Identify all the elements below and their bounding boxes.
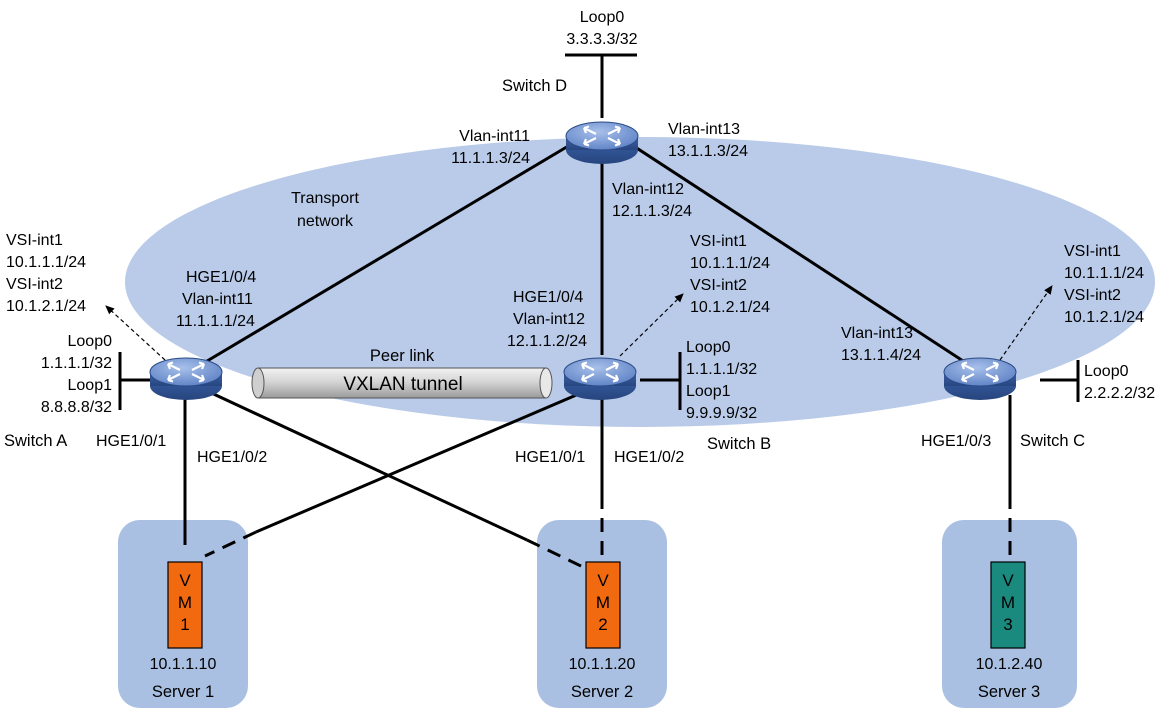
switch-a-vsi2-label: VSI-int2 xyxy=(6,276,63,293)
switch-a-router-icon xyxy=(148,356,224,402)
vm-3-label-line2: M xyxy=(1001,593,1015,612)
link-d-c xyxy=(631,143,981,374)
transport-network-label-line1: Transport xyxy=(291,190,359,207)
vm-2-label-line2: M xyxy=(596,593,610,612)
switch-b-name: Switch B xyxy=(707,435,771,453)
switch-a-vsi1-ip: 10.1.1.1/24 xyxy=(6,254,86,271)
link-d-a xyxy=(191,143,571,372)
switch-b-vlan-ip: 12.1.1.2/24 xyxy=(507,333,587,350)
switch-a-hge-down2: HGE1/0/2 xyxy=(197,449,267,466)
switch-b-vsi2-ip: 10.1.2.1/24 xyxy=(690,299,770,316)
switch-c-router-icon xyxy=(942,356,1018,402)
switch-b-vsi1-label: VSI-int1 xyxy=(690,233,747,250)
vm-3-label-line3: 3 xyxy=(1003,615,1012,634)
link-b-vm1 xyxy=(255,388,589,534)
switch-b-hge-down2: HGE1/0/2 xyxy=(614,449,684,466)
link-a-vm2-dashed xyxy=(526,538,586,570)
link-a-vm2 xyxy=(204,388,528,542)
switch-b-vsi1-ip: 10.1.1.1/24 xyxy=(690,255,770,272)
switch-c-vsi2-ip: 10.1.2.1/24 xyxy=(1064,309,1144,326)
switch-d-if-right-ip: 13.1.1.3/24 xyxy=(668,143,748,160)
switch-c-vlan-ip: 13.1.1.4/24 xyxy=(841,347,921,364)
switch-a-vsi2-ip: 10.1.2.1/24 xyxy=(6,298,86,315)
switch-b-vsi-arrow xyxy=(619,293,684,357)
switch-d-if-down-ip: 12.1.1.3/24 xyxy=(612,203,692,220)
switch-a-vsi-arrow xyxy=(105,305,166,361)
switch-d-router-icon xyxy=(564,120,640,166)
switch-b-vlan: Vlan-int12 xyxy=(513,311,585,328)
server-2-ip: 10.1.1.20 xyxy=(569,656,636,673)
switch-c-vsi1-label: VSI-int1 xyxy=(1064,243,1121,260)
switch-c-vsi-arrow xyxy=(999,285,1053,361)
server-3-ip: 10.1.2.40 xyxy=(976,656,1043,673)
vxlan-tunnel-label: VXLAN tunnel xyxy=(343,374,462,395)
vm-1-box xyxy=(167,561,203,649)
switch-a-hge-up: HGE1/0/4 xyxy=(186,269,256,286)
switch-a-loop1: Loop1 xyxy=(68,377,113,394)
vm-2-label-line3: 2 xyxy=(598,615,607,634)
switch-a-vlan: Vlan-int11 xyxy=(182,291,253,308)
switch-a-vlan-ip: 11.1.1.1/24 xyxy=(176,313,255,330)
switch-a-loop0: Loop0 xyxy=(68,333,113,350)
vm-1-label-line2: M xyxy=(178,593,192,612)
switch-c-vlan: Vlan-int13 xyxy=(841,325,913,342)
switch-b-hge-up: HGE1/0/4 xyxy=(513,289,583,306)
switch-d-if-left-name: Vlan-int11 xyxy=(459,128,530,145)
switch-d-name: Switch D xyxy=(502,77,567,95)
switch-c-vsi1-ip: 10.1.1.1/24 xyxy=(1064,265,1144,282)
vm-3-box xyxy=(990,561,1026,649)
transport-network-area xyxy=(125,137,1155,427)
vm-2-label-line1: V xyxy=(597,571,609,590)
switch-a-vsi1-label: VSI-int1 xyxy=(6,232,63,249)
vm-2-box xyxy=(585,561,621,649)
switch-d-if-left-ip: 11.1.1.3/24 xyxy=(451,150,530,167)
switch-b-loop0: Loop0 xyxy=(686,339,731,356)
vm-1-label-line3: 1 xyxy=(180,615,189,634)
switch-c-name: Switch C xyxy=(1020,432,1085,450)
server-3-name: Server 3 xyxy=(978,683,1040,701)
server-1-name: Server 1 xyxy=(152,683,214,701)
switch-d-loop0-ip: 3.3.3.3/32 xyxy=(566,31,637,48)
switch-d-if-right-name: Vlan-int13 xyxy=(668,121,740,138)
switch-b-loop1-ip: 9.9.9.9/32 xyxy=(686,405,757,422)
switch-b-loop0-ip: 1.1.1.1/32 xyxy=(686,361,757,378)
switch-d-if-down-name: Vlan-int12 xyxy=(612,181,684,198)
switch-c-loop0-ip: 2.2.2.2/32 xyxy=(1084,385,1155,402)
switch-a-loop1-ip: 8.8.8.8/32 xyxy=(41,399,112,416)
switch-b-hge-down1: HGE1/0/1 xyxy=(515,449,585,466)
switch-c-loop0: Loop0 xyxy=(1084,363,1129,380)
switch-b-vsi2-label: VSI-int2 xyxy=(690,277,747,294)
vm-1-label-line1: V xyxy=(179,571,191,590)
switch-c-hge-down: HGE1/0/3 xyxy=(921,433,991,450)
server-1-ip: 10.1.1.10 xyxy=(150,656,217,673)
peer-link-label: Peer link xyxy=(370,347,435,365)
server-2-name: Server 2 xyxy=(571,683,633,701)
link-b-vm1-dashed xyxy=(204,530,257,558)
switch-b-loop1: Loop1 xyxy=(686,383,731,400)
vxlan-tunnel xyxy=(251,367,553,399)
switch-b-router-icon xyxy=(562,356,638,402)
switch-d-loop0-label: Loop0 xyxy=(580,9,625,26)
switch-c-vsi2-label: VSI-int2 xyxy=(1064,287,1121,304)
switch-a-loop0-ip: 1.1.1.1/32 xyxy=(41,355,112,372)
transport-network-label-line2: network xyxy=(297,213,354,230)
vm-3-label-line1: V xyxy=(1002,571,1014,590)
switch-a-hge-down1: HGE1/0/1 xyxy=(96,433,166,450)
switch-a-name: Switch A xyxy=(4,432,67,450)
links xyxy=(120,55,1078,545)
